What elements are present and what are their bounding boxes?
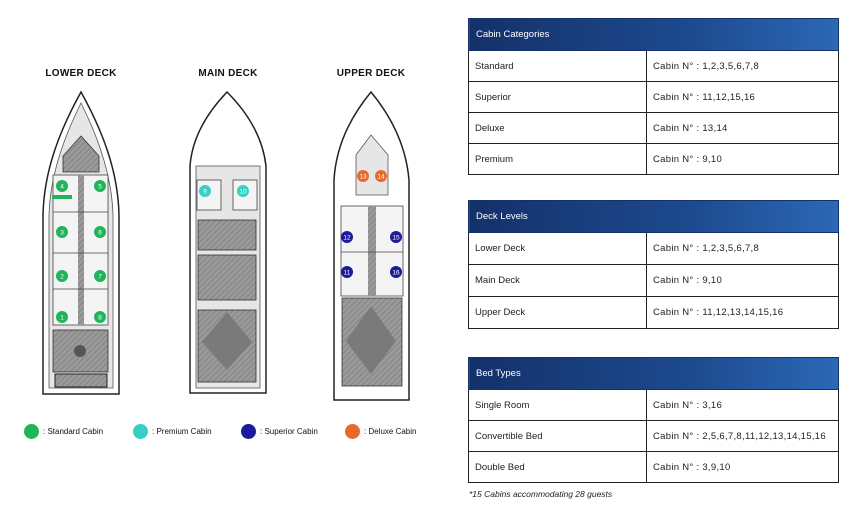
row-label: Premium — [468, 143, 647, 175]
table-header: Bed Types — [468, 357, 839, 390]
cabin-marker-14 — [375, 170, 387, 182]
cabin-number-4: 4 — [60, 184, 64, 191]
deck-plans: 4 5 3 6 2 7 1 8 9 10 13 14 12 15 11 16 — [42, 90, 410, 401]
cabin-number-12: 12 — [343, 235, 351, 242]
cabin-number-16: 16 — [392, 270, 400, 277]
cabin-number-3: 3 — [60, 230, 64, 237]
row-value: Cabin N° : 9,10 — [646, 264, 839, 297]
cabin-markers: 4 5 3 6 2 7 1 8 9 10 13 14 12 15 11 16 — [56, 170, 402, 323]
row-value: Cabin N° : 13,14 — [646, 112, 839, 144]
deluxe-cabin-dot-icon — [345, 424, 360, 439]
cabin-marker-4 — [56, 180, 68, 192]
table-header: Deck Levels — [468, 200, 839, 233]
footnote: *15 Cabins accommodating 28 guests — [469, 489, 613, 499]
superior-cabin-dot-icon — [241, 424, 256, 439]
cabin-marker-12 — [341, 231, 353, 243]
row-value: Cabin N° : 11,12,15,16 — [646, 81, 839, 113]
cabin-number-6: 6 — [98, 230, 102, 237]
row-label: Standard — [468, 50, 647, 82]
cabin-marker-2 — [56, 270, 68, 282]
row-label: Deluxe — [468, 112, 647, 144]
cabin-marker-5 — [94, 180, 106, 192]
row-value: Cabin N° : 1,2,3,5,6,7,8 — [646, 50, 839, 82]
cabin-number-10: 10 — [239, 189, 247, 196]
cabin-number-5: 5 — [98, 184, 102, 191]
lower-deck-plan — [42, 90, 120, 395]
deck-title-main: MAIN DECK — [198, 68, 258, 79]
cabin-number-13: 13 — [359, 174, 367, 181]
cabin-marker-13 — [357, 170, 369, 182]
cabin-number-1: 1 — [60, 315, 64, 322]
legend-superior: : Superior Cabin — [241, 424, 345, 439]
cabin-marker-6 — [94, 226, 106, 238]
row-label: Convertible Bed — [468, 420, 647, 452]
row-label: Main Deck — [468, 264, 647, 297]
row-value: Cabin N° : 9,10 — [646, 143, 839, 175]
row-value: Cabin N° : 3,16 — [646, 389, 839, 421]
deck-title-upper: UPPER DECK — [336, 68, 406, 79]
cabin-marker-3 — [56, 226, 68, 238]
row-value: Cabin N° : 2,5,6,7,8,11,12,13,14,15,16 — [646, 420, 839, 452]
cabin-marker-15 — [390, 231, 402, 243]
legend: : Standard Cabin : Premium Cabin : Super… — [24, 424, 416, 439]
deck-title-lower: LOWER DECK — [45, 68, 117, 79]
cabin-number-14: 14 — [377, 174, 385, 181]
row-label: Superior — [468, 81, 647, 113]
cabin-marker-16 — [390, 266, 402, 278]
legend-premium-label: : Premium Cabin — [152, 427, 212, 436]
cabin-number-15: 15 — [392, 235, 400, 242]
cabin-number-8: 8 — [98, 315, 102, 322]
cabin-marker-10 — [237, 185, 249, 197]
legend-standard: : Standard Cabin — [24, 424, 133, 439]
main-deck-plan — [189, 90, 267, 394]
cabin-number-7: 7 — [98, 274, 102, 281]
row-value: Cabin N° : 3,9,10 — [646, 451, 839, 483]
cabin-marker-1 — [56, 311, 68, 323]
upper-deck-plan — [333, 90, 410, 401]
cabin-marker-9 — [199, 185, 211, 197]
cabin-marker-7 — [94, 270, 106, 282]
row-value: Cabin N° : 1,2,3,5,6,7,8 — [646, 232, 839, 265]
standard-cabin-dot-icon — [24, 424, 39, 439]
premium-cabin-dot-icon — [133, 424, 148, 439]
row-label: Upper Deck — [468, 296, 647, 329]
legend-superior-label: : Superior Cabin — [260, 427, 318, 436]
row-value: Cabin N° : 11,12,13,14,15,16 — [646, 296, 839, 329]
cabin-number-2: 2 — [60, 274, 64, 281]
row-label: Double Bed — [468, 451, 647, 483]
legend-premium: : Premium Cabin — [133, 424, 241, 439]
legend-deluxe: : Deluxe Cabin — [345, 424, 416, 439]
legend-standard-label: : Standard Cabin — [43, 427, 104, 436]
row-label: Single Room — [468, 389, 647, 421]
cabin-number-11: 11 — [344, 270, 351, 277]
legend-deluxe-label: : Deluxe Cabin — [364, 427, 417, 436]
cabin-marker-11 — [341, 266, 353, 278]
row-label: Lower Deck — [468, 232, 647, 265]
cabin-marker-8 — [94, 311, 106, 323]
cabin-number-9: 9 — [203, 189, 207, 196]
table-header: Cabin Categories — [468, 18, 839, 51]
